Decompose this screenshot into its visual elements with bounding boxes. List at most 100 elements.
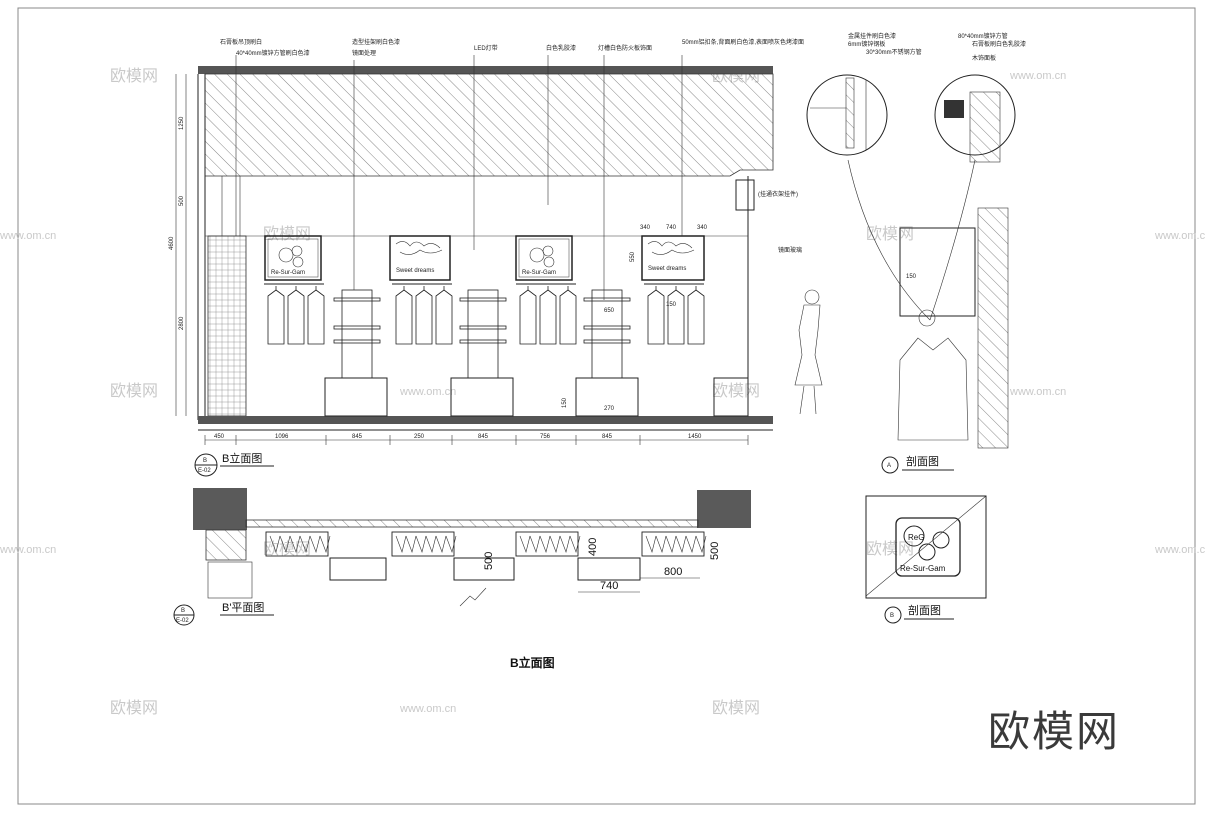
dimension: 150: [562, 397, 568, 408]
plan-column: [193, 488, 247, 530]
script-text: Sweet dreams: [648, 266, 686, 272]
detail-circle-1: [806, 74, 888, 156]
dimension: 756: [540, 434, 551, 440]
plan-rack: [391, 531, 455, 557]
dimension: 500: [709, 542, 721, 560]
plan-rack: [515, 531, 579, 557]
annotation: 白色乳胶漆: [546, 44, 576, 52]
plan-label: B'平面图: [222, 601, 264, 614]
elevation-callout: B E-02: [194, 453, 218, 477]
garment: [435, 286, 453, 345]
svg-text:B: B: [181, 608, 185, 614]
watermark: 欧模网: [110, 67, 158, 85]
display-frame: Re-Sur-Gam: [515, 235, 573, 281]
svg-text:E-02: E-02: [176, 618, 189, 624]
main-title: B立面图: [510, 655, 555, 670]
hanging-garments: [392, 283, 453, 345]
dimension: 740: [666, 225, 677, 231]
script-text: Sweet dreams: [396, 268, 434, 274]
garment: [395, 286, 413, 345]
low-cabinet: [324, 377, 388, 417]
plan-rack: [641, 531, 705, 557]
dimension: 550: [630, 251, 636, 262]
hanging-garments: [644, 283, 705, 345]
dimension: 1450: [688, 434, 702, 440]
tiled-column: [207, 235, 247, 417]
plan-cabinet: [329, 557, 387, 581]
dimension-ticks: [204, 435, 749, 445]
garment: [307, 286, 325, 345]
garment: [267, 286, 285, 345]
section-note: 80*40mm镀锌方管: [958, 32, 1008, 40]
annotation: 造型挂架刷白色漆: [352, 38, 400, 46]
dimension: 650: [604, 308, 615, 314]
section-a: 150 A 剖面图: [881, 207, 1009, 474]
dimension: 270: [604, 406, 615, 412]
low-cabinet: [450, 377, 514, 417]
plan-column: [697, 490, 751, 528]
dimension: 1096: [275, 434, 289, 440]
shelf: [459, 297, 507, 302]
dimension: 340: [640, 225, 651, 231]
section-label: 剖面图: [906, 454, 939, 468]
garment: [519, 286, 537, 345]
shelf: [583, 325, 631, 330]
display-frame: Sweet dreams: [389, 235, 451, 281]
dimension: 4600: [169, 236, 175, 250]
annotation: 灯槽白色防火板饰面: [598, 44, 652, 52]
brand-watermark: 欧模网: [988, 708, 1120, 755]
watermark-url: www.om.cn: [399, 703, 456, 715]
dimension: 400: [587, 538, 599, 556]
watermark-url: www.om.cn: [399, 386, 456, 398]
garment: [667, 286, 685, 345]
section-label: 剖面图: [908, 603, 941, 617]
watermark-url: www.om.cn: [0, 544, 56, 556]
detail-circle-2: [934, 74, 1016, 163]
hanging-garments: [516, 283, 577, 345]
shelf-unit: [333, 289, 381, 379]
svg-text:E-02: E-02: [198, 468, 211, 474]
garment: [559, 286, 577, 345]
plan-cabinet: [577, 557, 641, 581]
garment: [687, 286, 705, 345]
logo-text: Re-Sur-Gam: [900, 564, 946, 573]
plan-callout: B E-02: [173, 604, 195, 626]
plan-view: 500 400 500 740 800 B E-02 B'平面图 B立面图: [173, 488, 751, 670]
section-note: 金属挂件刷白色漆: [848, 32, 896, 40]
logo-text: Re-Sur-Gam: [522, 270, 556, 276]
dimension: 340: [697, 225, 708, 231]
dimension: 450: [214, 434, 225, 440]
shelf: [333, 339, 381, 344]
dimension: 845: [478, 434, 489, 440]
section-note: 30*30mm不锈钢方管: [866, 48, 922, 56]
svg-text:B: B: [203, 458, 207, 464]
garment: [415, 286, 433, 345]
human-figure: [794, 289, 823, 415]
sheet-border: [17, 7, 1196, 805]
dimension: 500: [483, 552, 495, 570]
floor-slab: [198, 416, 773, 424]
shelf-unit: [459, 289, 507, 379]
annotation: (挂通衣架挂件): [758, 190, 798, 198]
section-note: 6mm镀锌钢板: [848, 40, 885, 48]
watermark: 欧模网: [712, 382, 760, 400]
dimension: 740: [600, 580, 618, 592]
display-frame: Re-Sur-Gam: [264, 235, 322, 281]
watermark-url: www.om.cn: [1009, 386, 1066, 398]
dimension: 250: [414, 434, 425, 440]
watermark-url: www.om.cn: [1009, 70, 1066, 82]
dimension: 150: [906, 274, 917, 280]
annotation: LED灯带: [474, 44, 498, 52]
garment: [287, 286, 305, 345]
dimension: 845: [352, 434, 363, 440]
dimension: 1250: [179, 116, 185, 130]
shelf: [583, 339, 631, 344]
watermark-url: www.om.cn: [1154, 230, 1205, 242]
dimension: 800: [664, 566, 682, 578]
watermark: 欧模网: [712, 699, 760, 717]
shelf: [333, 297, 381, 302]
watermark: 欧模网: [110, 382, 158, 400]
section-note: 石膏板刷白色乳胶漆: [972, 40, 1026, 48]
watermark: 欧模网: [263, 225, 311, 243]
annotation: 镜面玻璃: [778, 246, 802, 254]
